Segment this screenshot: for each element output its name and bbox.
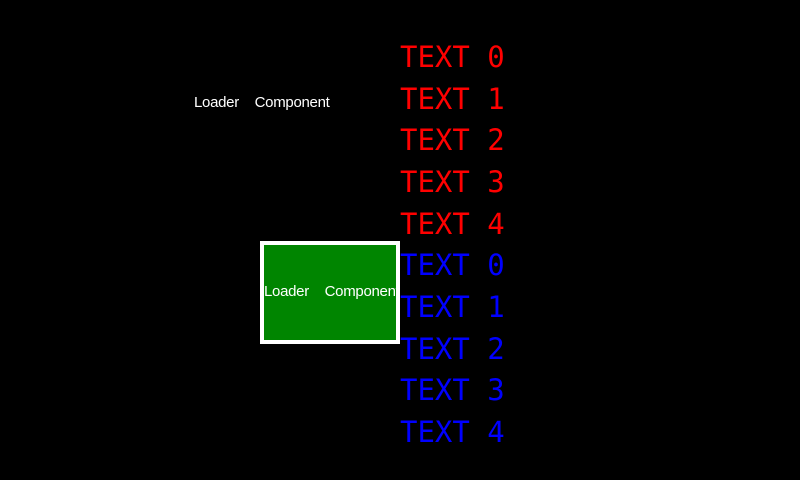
text-item[interactable]: TEXT 4 xyxy=(400,414,505,449)
loader-component-box-label: Loader Component xyxy=(264,284,398,300)
text-item[interactable]: TEXT 2 xyxy=(400,331,505,366)
loader-component-label: Loader Component xyxy=(194,94,330,111)
text-item[interactable]: TEXT 0 xyxy=(400,40,505,74)
text-item[interactable]: TEXT 1 xyxy=(400,81,505,116)
text-list-blue: TEXT 0 TEXT 1 TEXT 2 TEXT 3 TEXT 4 xyxy=(400,245,505,453)
text-list-red: TEXT 0 TEXT 1 TEXT 2 TEXT 3 TEXT 4 xyxy=(400,37,505,245)
text-item[interactable]: TEXT 3 xyxy=(400,373,505,408)
text-item[interactable]: TEXT 2 xyxy=(400,123,505,158)
text-item[interactable]: TEXT 1 xyxy=(400,289,505,324)
text-item[interactable]: TEXT 3 xyxy=(400,164,505,199)
loader-component-box xyxy=(260,241,400,344)
text-item[interactable]: TEXT 4 xyxy=(400,206,505,241)
text-item[interactable]: TEXT 0 xyxy=(400,248,505,283)
